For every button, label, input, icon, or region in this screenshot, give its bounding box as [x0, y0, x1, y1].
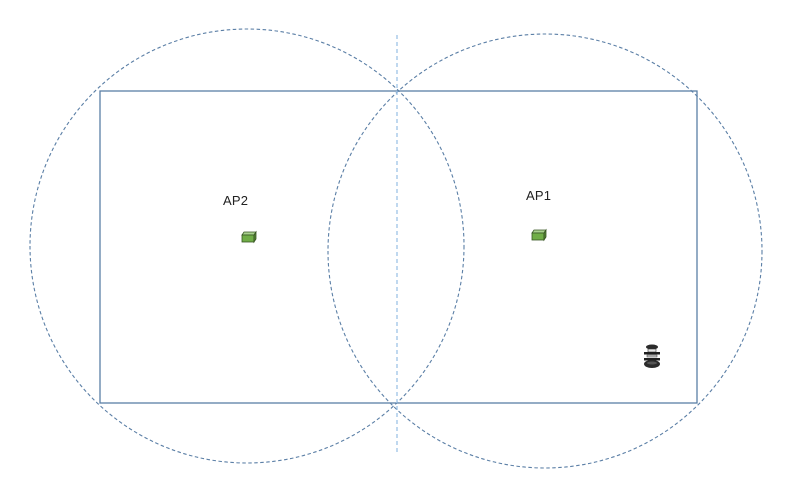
ap1-coverage-circle [327, 33, 763, 469]
ap1-label: AP1 [526, 188, 552, 203]
ap2-coverage-circle [29, 28, 465, 464]
ap1-access-point-icon [531, 228, 547, 242]
client-device-icon [644, 344, 660, 368]
ap2-access-point-icon [241, 230, 257, 244]
ap2-label: AP2 [223, 193, 249, 208]
floor-plan-outline [99, 90, 698, 404]
